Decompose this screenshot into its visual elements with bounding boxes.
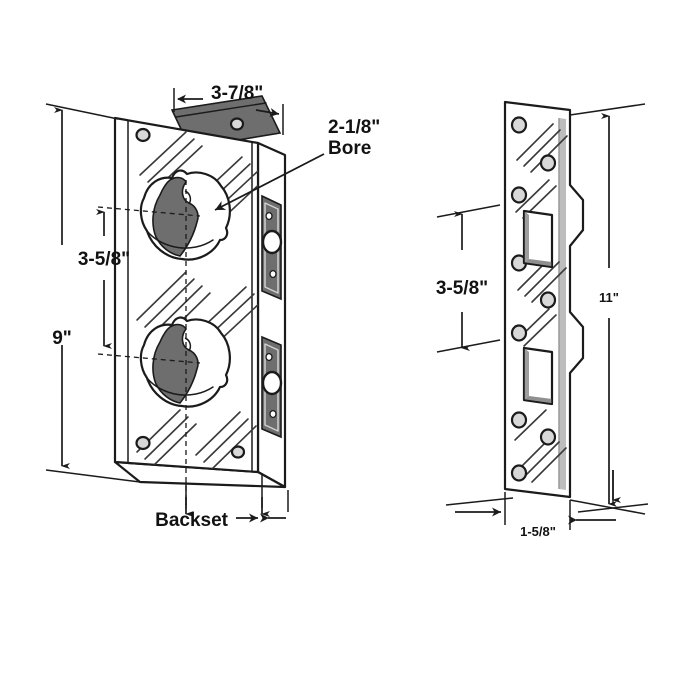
bore-dim-label: 2-1/8" [328,117,380,138]
dim-label-spacing-left: 3-5/8" [78,249,130,270]
dim-backset: Backset [155,475,289,531]
upper-bore-hole [139,169,231,261]
dim-strike-spacing-3-5-8: 3-5/8" [436,204,501,353]
dim-label-strike-spacing: 3-5/8" [436,278,488,299]
left-figure-wrap-plate: 3-7/8" 2-1/8" Bore 9" [45,83,380,531]
dim-label-width: 3-7/8" [211,83,263,104]
dim-height-9: 9" [45,103,141,483]
dim-label-height-9: 9" [52,328,72,349]
strike-plate-screw-holes [510,116,557,482]
dim-label-backset: Backset [155,510,229,531]
right-figure-strike-plate: 3-5/8" 11" 1-5/8" [436,100,649,539]
dim-bore-spacing-3-5-8: 3-5/8" [78,206,201,364]
strike-plate-lower-cutout [522,346,554,406]
dim-strike-width-1-5-8: 1-5/8" [445,470,649,539]
wrap-plate-corner-screw-holes [135,117,246,459]
bore-word-label: Bore [328,138,371,159]
dim-label-height-11: 11" [599,290,619,305]
dim-label-strike-width: 1-5/8" [520,524,556,539]
dim-strike-height-11: 11" [569,103,646,515]
upper-latch-face-plate [261,194,283,301]
dim-width-3-7-8: 3-7/8" [173,83,284,135]
callout-bore: 2-1/8" Bore [214,117,380,211]
lower-latch-face-plate [261,335,283,439]
strike-plate-upper-cutout [522,209,554,269]
